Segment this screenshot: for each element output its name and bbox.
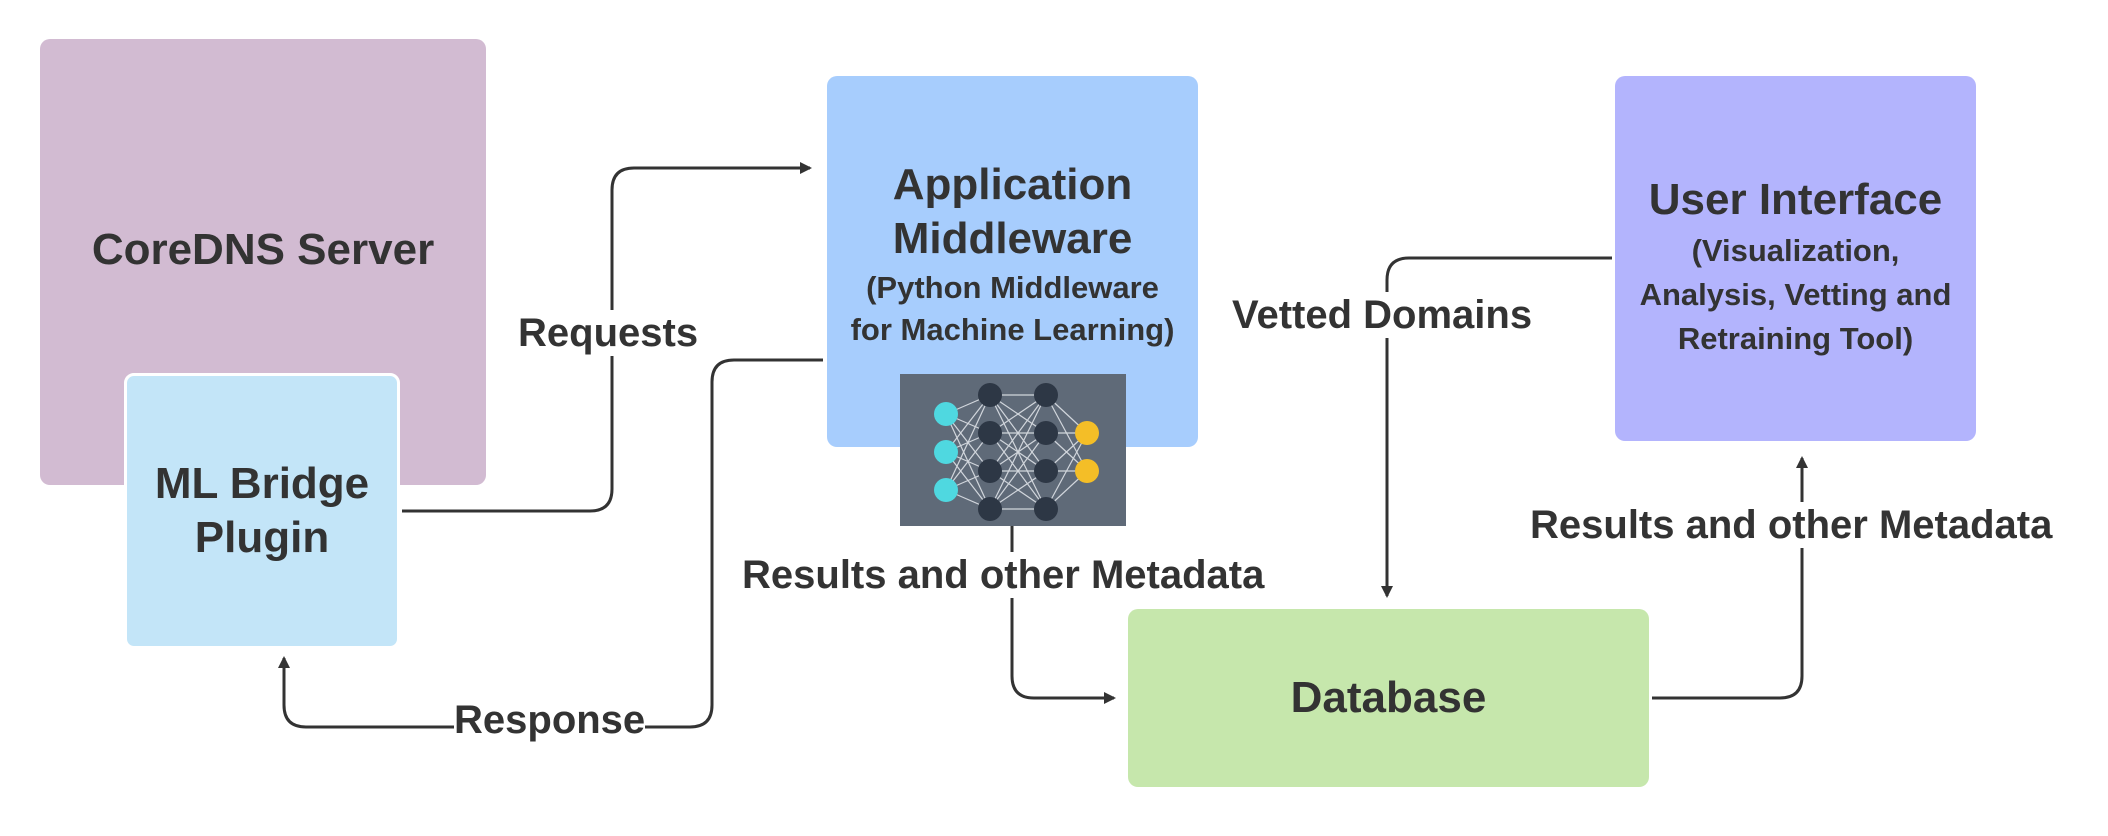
nn-node (1034, 459, 1058, 483)
nn-node (1034, 383, 1058, 407)
nn-edge (1045, 432, 1088, 510)
ui-sub-line2: Analysis, Vetting and (1639, 276, 1952, 312)
nn-node (978, 497, 1002, 521)
nn-edge (989, 432, 1047, 510)
coredns-server-title: CoreDNS Server (91, 225, 435, 274)
requests-label: Requests (518, 310, 699, 356)
nn-node (1034, 497, 1058, 521)
ui-sub-line1: (Visualization, (1691, 232, 1900, 268)
nn-edge (989, 394, 1047, 510)
middleware-title-line1: Application (892, 160, 1133, 209)
results-to-ui-label: Results and other Metadata (1530, 502, 2053, 548)
middleware-sub-line2: for Machine Learning) (850, 312, 1175, 347)
nn-node (934, 440, 958, 464)
nn-edge (945, 394, 991, 491)
database-box: Database (1128, 609, 1649, 787)
results-to-ui-arrow (1652, 456, 1808, 700)
middleware-title-line2: Middleware (892, 214, 1133, 263)
ui-title: User Interface (1648, 174, 1943, 224)
results-to-database-label: Results and other Metadata (742, 552, 1265, 598)
user-interface-box: User Interface (Visualization, Analysis,… (1615, 76, 1976, 441)
ml-bridge-line1: ML Bridge (154, 459, 370, 508)
nn-node (1034, 421, 1058, 445)
nn-edge (945, 432, 991, 491)
response-label: Response (454, 697, 646, 743)
nn-node (978, 383, 1002, 407)
ml-bridge-line2: Plugin (194, 513, 330, 562)
middleware-sub-line1: (Python Middleware (866, 270, 1159, 305)
response-arrow (278, 358, 823, 729)
nn-node (1075, 459, 1099, 483)
ui-sub-line3: Retraining Tool) (1677, 320, 1914, 356)
vetted-domains-arrow (1381, 256, 1612, 598)
nn-node (978, 421, 1002, 445)
nn-node (978, 459, 1002, 483)
database-title: Database (1290, 673, 1487, 722)
ml-bridge-plugin-box: ML Bridge Plugin (124, 373, 400, 649)
results-to-db-arrow (1010, 526, 1116, 704)
vetted-domains-label: Vetted Domains (1232, 292, 1533, 338)
nn-node (934, 478, 958, 502)
nn-node (934, 402, 958, 426)
nn-node (1075, 421, 1099, 445)
nn-edge (989, 394, 1047, 472)
neural-network-icon (900, 374, 1126, 526)
nn-edge (945, 394, 991, 453)
